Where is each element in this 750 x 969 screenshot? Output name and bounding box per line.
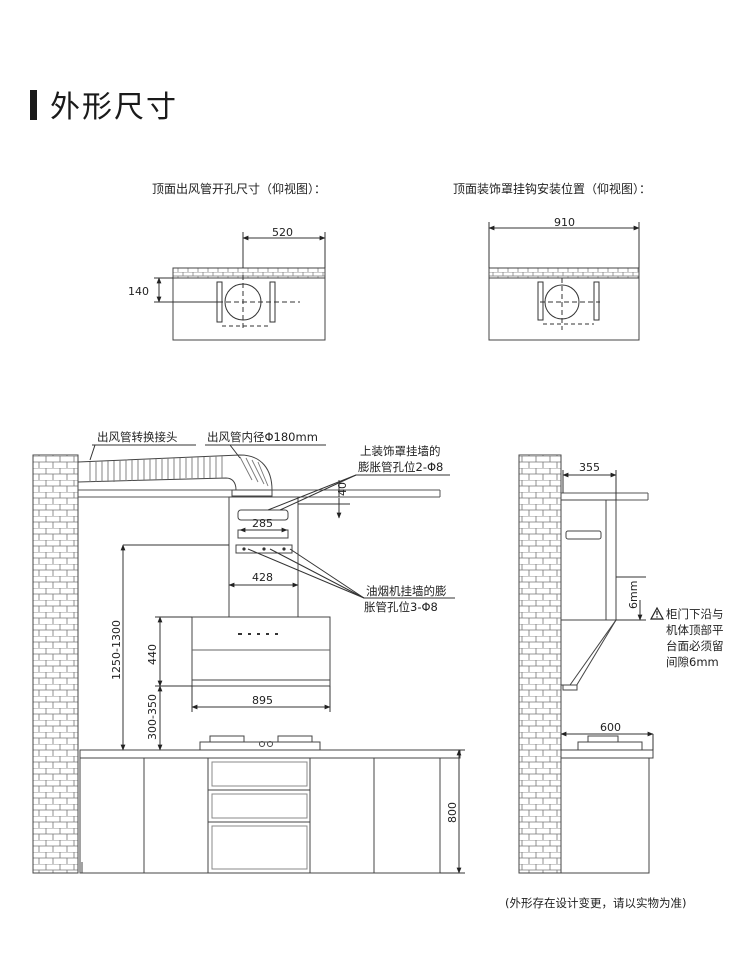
top-view-hook-position — [488, 222, 640, 341]
note-line-4: 间隙6mm — [666, 655, 719, 669]
dim-355: 355 — [579, 461, 600, 474]
front-wall — [32, 454, 79, 874]
label-duct-inner-diameter: 出风管内径Φ180mm — [207, 430, 318, 444]
dim-6mm: 6mm — [627, 581, 640, 609]
dim-140: 140 — [128, 285, 149, 298]
dim-520: 520 — [272, 226, 293, 239]
label-cover-hole-line1: 上装饰罩挂墙的 — [360, 444, 441, 458]
side-hood — [560, 499, 617, 691]
label-hood-hole-line2: 胀管孔位3-Φ8 — [364, 600, 438, 614]
dim-910: 910 — [554, 216, 575, 229]
footnote: (外形存在设计变更，请以实物为准) — [505, 896, 687, 910]
side-wall — [518, 454, 562, 874]
dim-285: 285 — [252, 517, 273, 530]
side-counter — [560, 735, 654, 874]
dim-800: 800 — [446, 802, 459, 823]
note-line-1: 柜门下沿与 — [666, 607, 724, 621]
upper-cover — [228, 496, 299, 618]
title-bar-mark — [30, 90, 37, 120]
label-cover-hole-line2: 膨胀管孔位2-Φ8 — [358, 460, 443, 474]
left-top-view-caption: 顶面出风管开孔尺寸（仰视图）： — [152, 182, 327, 196]
flexible-duct — [77, 454, 273, 497]
range-hood-body — [191, 616, 331, 687]
dim-600: 600 — [600, 721, 621, 734]
note-line-2: 机体顶部平 — [666, 623, 724, 637]
label-hood-hole-line1: 油烟机挂墙的膨 — [366, 584, 447, 598]
warning-icon — [649, 606, 665, 620]
dim-895: 895 — [252, 694, 273, 707]
top-view-duct-hole — [154, 232, 326, 341]
dim-428: 428 — [252, 571, 273, 584]
right-top-view-caption: 顶面装饰罩挂钩安装位置（仰视图）： — [453, 182, 652, 196]
counter-and-cabinets — [79, 749, 461, 874]
dim-440: 440 — [146, 644, 159, 665]
note-line-3: 台面必须留 — [666, 639, 724, 653]
gas-cooktop — [199, 735, 321, 751]
dim-40: 40 — [336, 482, 349, 496]
dim-1250-1300: 1250-1300 — [110, 620, 123, 680]
page-title: 外形尺寸 — [50, 90, 178, 125]
dim-300-350: 300-350 — [146, 694, 159, 740]
label-duct-adapter: 出风管转换接头 — [97, 430, 178, 444]
